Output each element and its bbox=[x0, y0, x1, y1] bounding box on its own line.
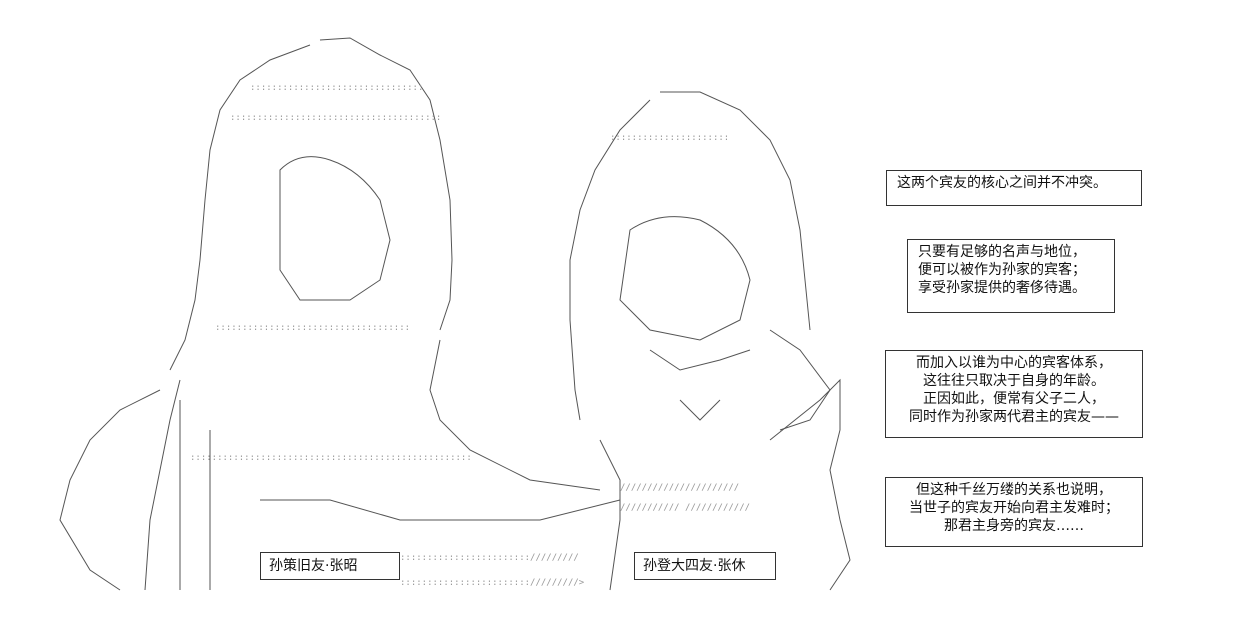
right-figure-collar bbox=[649, 349, 751, 421]
left-figure-arm bbox=[59, 389, 161, 591]
caption-2: 只要有足够的名声与地位， 便可以被作为孙家的宾客； 享受孙家提供的奢侈待遇。 bbox=[907, 239, 1115, 313]
caption-2-line-2: 便可以被作为孙家的宾客； bbox=[918, 262, 1086, 278]
ascii-texture-4: ::::::::::::::::::::::::::::::::::::::::… bbox=[190, 453, 472, 463]
right-figure-hair-outline bbox=[660, 91, 811, 331]
caption-3: 而加入以谁为中心的宾客体系， 这往往只取决于自身的年龄。 正因如此，便常有父子二… bbox=[885, 350, 1143, 438]
caption-3-line-4: 同时作为孙家两代君主的宾友—— bbox=[909, 409, 1119, 425]
caption-3-line-1: 而加入以谁为中心的宾客体系， bbox=[916, 355, 1112, 371]
caption-1-line-1: 这两个宾友的核心之间并不冲突。 bbox=[897, 175, 1107, 191]
caption-3-line-2: 这往往只取决于自身的年龄。 bbox=[923, 373, 1105, 389]
ascii-texture-6: :::::::::::::::::::::::://///////> bbox=[400, 578, 585, 588]
ascii-texture-2: ::::::::::::::::::::::::::::::::::::::: bbox=[230, 113, 441, 123]
ascii-texture-7: ////////////////////// bbox=[620, 483, 739, 493]
right-figure-sleeve bbox=[769, 329, 831, 431]
ascii-texture-5: ::::::::::::::::::::::::///////// bbox=[400, 553, 579, 563]
caption-4-line-3: 那君主身旁的宾友…… bbox=[944, 518, 1084, 534]
caption-1: 这两个宾友的核心之间并不冲突。 bbox=[886, 170, 1142, 206]
ascii-texture-3: :::::::::::::::::::::::::::::::::::: bbox=[215, 323, 410, 333]
left-figure-robe bbox=[179, 400, 621, 590]
left-figure-hair-left bbox=[169, 44, 311, 371]
left-figure-face bbox=[279, 156, 391, 301]
ascii-texture-9: :::::::::::::::::::::: bbox=[610, 133, 729, 143]
caption-2-line-1: 只要有足够的名声与地位， bbox=[918, 244, 1086, 260]
left-figure-hair-outline bbox=[319, 37, 453, 331]
left-figure-body bbox=[144, 339, 601, 591]
right-figure-face bbox=[619, 216, 751, 341]
caption-4-line-2: 当世子的宾友开始向君主发难时； bbox=[909, 500, 1119, 516]
right-figure-body bbox=[599, 378, 851, 591]
caption-4: 但这种千丝万缕的关系也说明， 当世子的宾友开始向君主发难时； 那君主身旁的宾友…… bbox=[885, 477, 1143, 547]
caption-4-line-1: 但这种千丝万缕的关系也说明， bbox=[916, 482, 1112, 498]
ascii-texture-8: /////////// //////////// bbox=[620, 503, 750, 513]
left-character-label: 孙策旧友·张昭 bbox=[260, 552, 400, 580]
ascii-texture-1: :::::::::::::::::::::::::::::::: bbox=[250, 83, 423, 93]
right-figure-hair-left bbox=[569, 99, 651, 421]
right-character-label: 孙登大四友·张休 bbox=[634, 552, 776, 580]
caption-2-line-3: 享受孙家提供的奢侈待遇。 bbox=[918, 280, 1086, 296]
caption-3-line-3: 正因如此，便常有父子二人， bbox=[923, 391, 1105, 407]
